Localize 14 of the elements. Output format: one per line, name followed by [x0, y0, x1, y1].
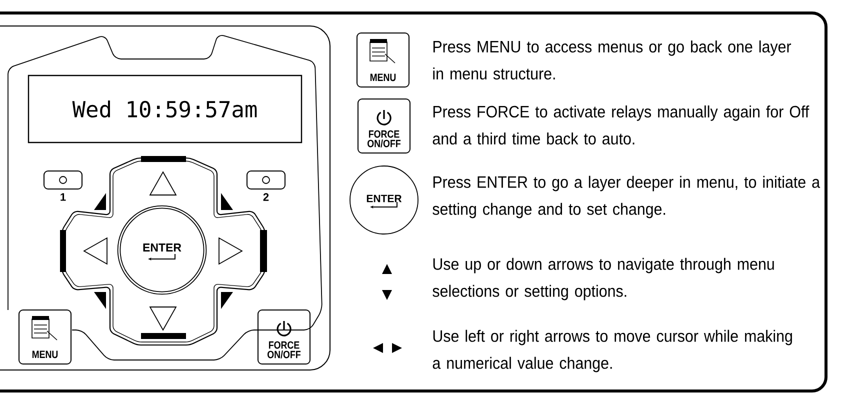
enter-button: ENTER — [350, 166, 418, 234]
force-button: FORCE ON/OFF — [358, 98, 410, 154]
instruction-text: Use up or down arrows to navigate through menu selections or setting options. — [432, 258, 774, 300]
menu-button: MENU — [18, 310, 72, 364]
instruction-text: Press MENU to access menus or go back one layer in menu structure. — [433, 40, 792, 80]
display-screen: Wed 10:59:57am — [28, 74, 302, 144]
enter-button: ENTER — [117, 205, 207, 295]
key-number: 1 — [60, 193, 66, 201]
key-number: 2 — [263, 193, 269, 201]
menu-button: MENU — [356, 32, 410, 88]
instruction-text: Press FORCE to activate relays manually again for Off and a third time back to auto. — [432, 105, 810, 145]
instruction-text: Press ENTER to go a layer deeper in menu, to initiate a setting change and to set change. — [432, 176, 820, 218]
instruction-text: Use left or right arrows to move cursor while making a numerical value change. — [432, 330, 792, 372]
force-button: FORCE ON/OFF — [258, 310, 310, 364]
